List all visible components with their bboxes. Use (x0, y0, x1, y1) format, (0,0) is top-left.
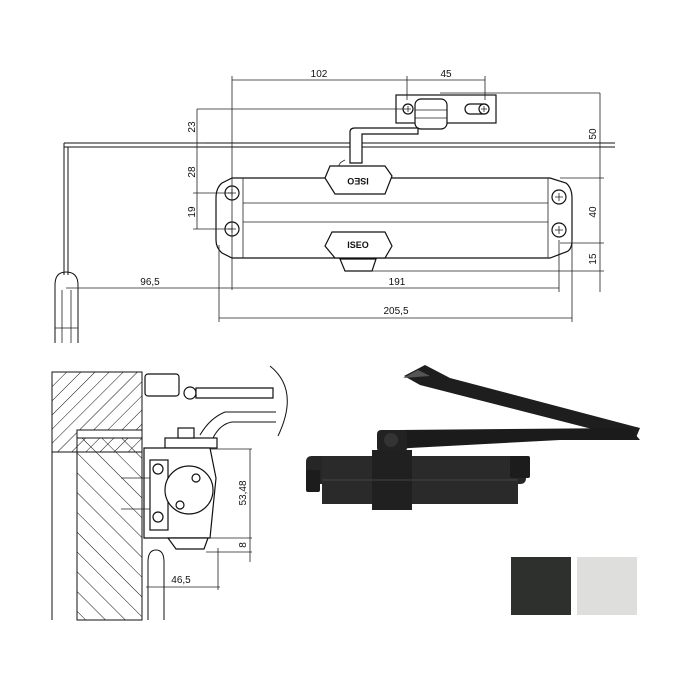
dim-191: 191 (389, 277, 406, 288)
hinge (54, 271, 79, 343)
frame-line (64, 142, 615, 148)
dim-19: 19 (187, 206, 198, 218)
dim-46-5: 46,5 (171, 575, 191, 586)
dim-40: 40 (588, 206, 599, 218)
dim-53-48: 53,48 (238, 480, 249, 505)
closer-body: ISEO ISEO (215, 165, 573, 272)
color-swatch-silver[interactable] (577, 557, 637, 615)
dim-205-5: 205,5 (383, 306, 408, 317)
dim-8: 8 (238, 542, 249, 548)
dim-102: 102 (311, 69, 328, 80)
dim-23: 23 (187, 121, 198, 133)
color-swatch-black[interactable] (511, 557, 571, 615)
dim-45: 45 (440, 69, 452, 80)
side-view: 53,48 8 46,5 (51, 365, 288, 621)
dim-28: 28 (187, 166, 198, 178)
frame-edge (63, 143, 69, 275)
dim-96-5: 96,5 (140, 277, 160, 288)
product-photo (306, 365, 640, 510)
screw-icon (551, 189, 567, 205)
top-view: ISEO ISEO 102 45 23 28 19 50 40 15 96,5 … (54, 69, 615, 343)
door-section (76, 429, 143, 621)
screw-icon (551, 222, 567, 238)
arm-bracket (338, 94, 497, 171)
dim-50: 50 (588, 128, 599, 140)
brand-logo-mirrored: ISEO (347, 176, 369, 186)
dim-15: 15 (588, 253, 599, 265)
brand-logo: ISEO (347, 240, 369, 250)
dimension-lines (66, 76, 604, 322)
